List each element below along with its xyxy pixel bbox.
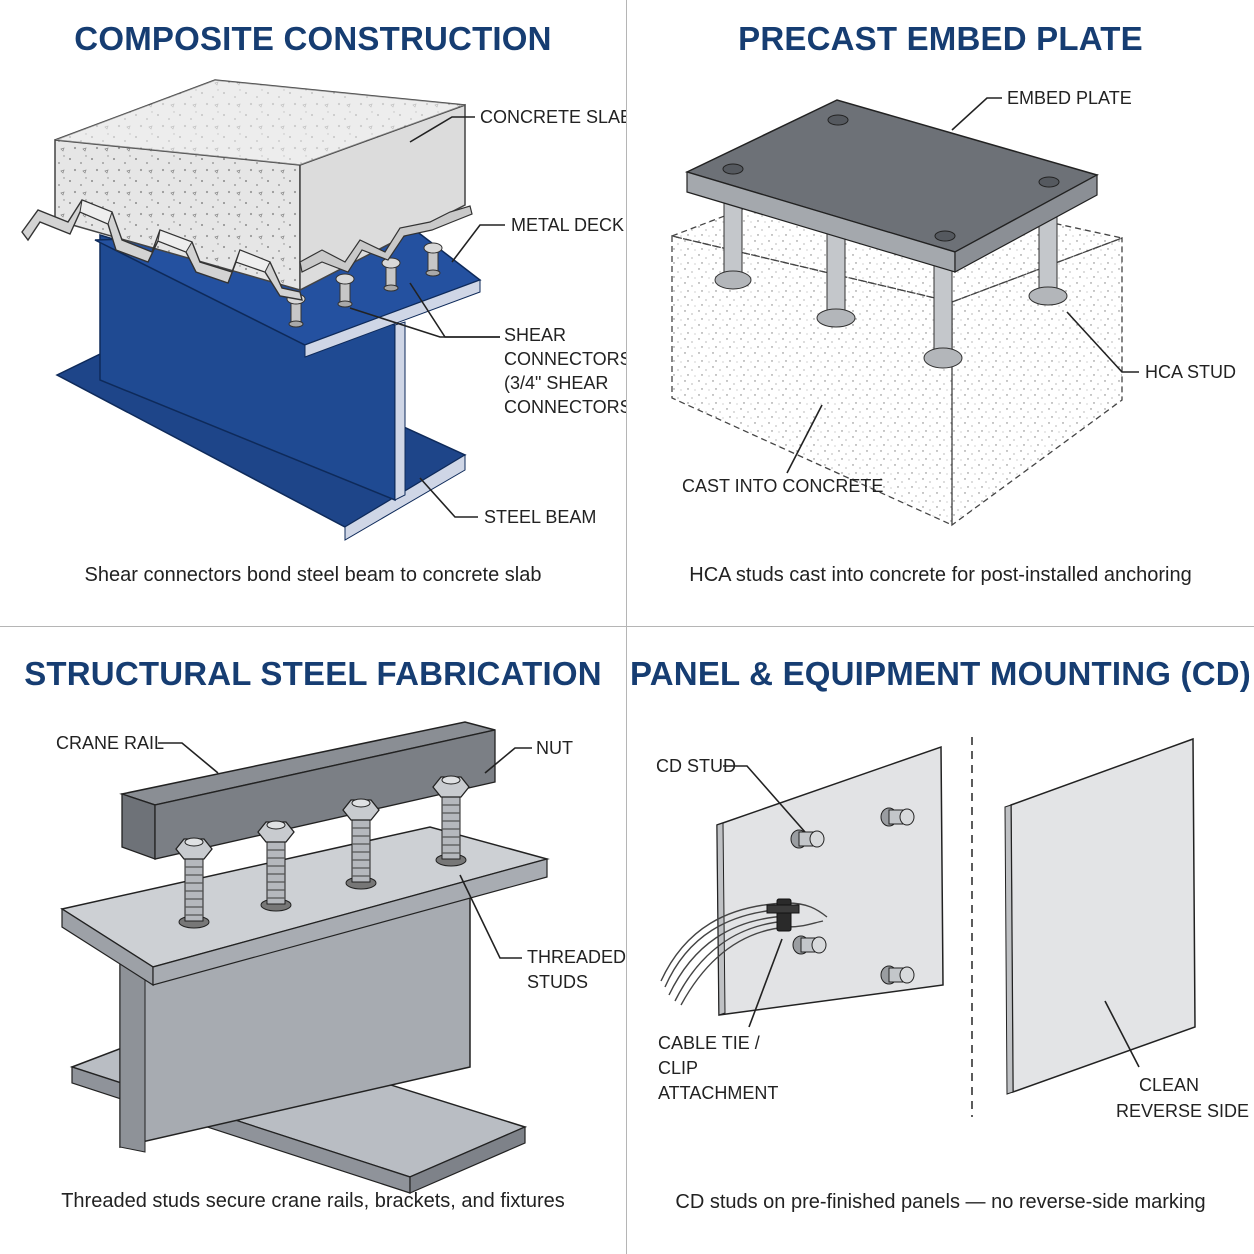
precast-caption: HCA studs cast into concrete for post-in… xyxy=(689,564,1192,586)
fabrication-diagram: CRANE RAIL NUT THREADED STUDS xyxy=(56,721,626,1194)
panel-equipment-mounting: PANEL & EQUIPMENT MOUNTING (CD) xyxy=(627,627,1254,1254)
fabrication-caption: Threaded studs secure crane rails, brack… xyxy=(61,1190,565,1212)
composite-title: COMPOSITE CONSTRUCTION xyxy=(74,20,552,57)
threaded-stud xyxy=(175,837,213,929)
threaded-stud xyxy=(432,775,470,867)
clean-label-line2: REVERSE SIDE xyxy=(1116,1101,1249,1121)
hca-stud xyxy=(1028,211,1068,306)
precast-title: PRECAST EMBED PLATE xyxy=(738,20,1143,57)
cd-studs xyxy=(790,807,915,985)
shear-connector xyxy=(423,242,443,277)
precast-diagram: EMBED PLATE HCA STUD CAST INTO CONCRETE xyxy=(669,88,1236,527)
hca-stud xyxy=(816,229,856,328)
panel-leaders xyxy=(723,765,1140,1068)
hca-stud-label: HCA STUD xyxy=(1145,362,1236,382)
panel-precast-embed-plate: PRECAST EMBED PLATE xyxy=(627,0,1254,627)
cable-label-line3: ATTACHMENT xyxy=(658,1083,778,1103)
threaded-stud xyxy=(257,820,295,912)
panel-diagram: CD STUD CABLE TIE / CLIP ATTACHMENT CLEA… xyxy=(656,737,1249,1121)
shear-label-line4: CONNECTORS) xyxy=(504,397,627,417)
fabrication-title: STRUCTURAL STEEL FABRICATION xyxy=(24,655,602,692)
precast-leaders xyxy=(786,97,1139,474)
panel-caption: CD studs on pre-finished panels — no rev… xyxy=(675,1191,1206,1213)
shear-label-line2: CONNECTORS xyxy=(504,349,627,369)
shear-label-line1: SHEAR xyxy=(504,325,566,345)
cd-stud-label: CD STUD xyxy=(656,756,736,776)
cable-label-line1: CABLE TIE / xyxy=(658,1033,760,1053)
panel-title: PANEL & EQUIPMENT MOUNTING (CD) xyxy=(630,655,1251,692)
shear-connector xyxy=(335,273,355,308)
embed-plate-label: EMBED PLATE xyxy=(1007,88,1132,108)
shear-label-line3: (3/4" SHEAR xyxy=(504,373,608,393)
threaded-stud xyxy=(342,798,380,890)
composite-leaders xyxy=(349,116,505,518)
hca-stud xyxy=(714,189,752,290)
reverse-panel xyxy=(1004,737,1196,1095)
clean-label-line1: CLEAN xyxy=(1139,1075,1199,1095)
composite-diagram: CONCRETE SLAB METAL DECK SHEAR CONNECTOR… xyxy=(21,79,627,541)
i-beam-top-flange xyxy=(60,826,550,987)
crane-rail xyxy=(119,721,496,860)
metal-deck-label: METAL DECK xyxy=(511,215,624,235)
metal-deck xyxy=(21,199,473,301)
hca-studs xyxy=(714,189,1068,369)
cable-tie-clip xyxy=(766,898,800,932)
embed-plate xyxy=(684,99,1099,274)
threaded-label-line2: STUDS xyxy=(527,972,588,992)
steel-beam-label: STEEL BEAM xyxy=(484,507,596,527)
cable-bundle xyxy=(660,902,828,1006)
threaded-studs xyxy=(175,775,470,929)
threaded-label-line1: THREADED xyxy=(527,947,626,967)
composite-caption: Shear connectors bond steel beam to conc… xyxy=(84,564,542,586)
panel-composite-construction: COMPOSITE CONSTRUCTION xyxy=(0,0,627,627)
fabrication-leaders xyxy=(158,742,532,959)
concrete-slab-label: CONCRETE SLAB xyxy=(480,107,627,127)
hca-stud xyxy=(923,254,963,369)
nut-label: NUT xyxy=(536,738,573,758)
cable-label-line2: CLIP xyxy=(658,1058,698,1078)
cd-stud xyxy=(792,935,827,955)
crane-rail-label: CRANE RAIL xyxy=(56,733,164,753)
shear-connector xyxy=(381,257,401,292)
steel-beam-web xyxy=(99,233,406,502)
cd-stud xyxy=(880,807,915,827)
cd-stud xyxy=(790,829,825,849)
panel-structural-steel-fabrication: STRUCTURAL STEEL FABRICATION xyxy=(0,627,627,1254)
cd-stud xyxy=(880,965,915,985)
cast-into-concrete-label: CAST INTO CONCRETE xyxy=(682,476,883,496)
